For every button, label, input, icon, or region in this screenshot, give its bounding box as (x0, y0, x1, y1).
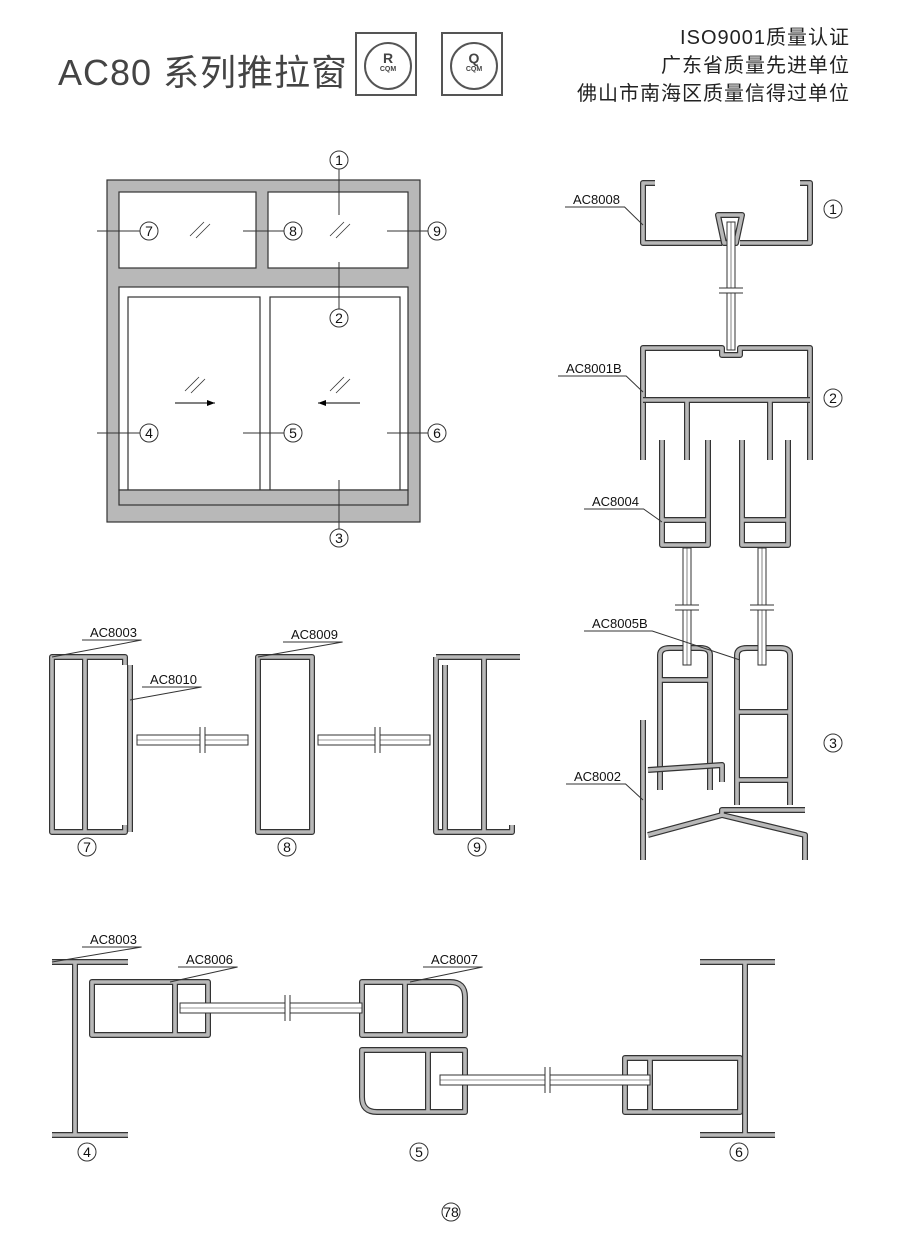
callout-4: 4 (139, 423, 159, 443)
callout-2: 2 (329, 308, 349, 328)
aluminium-profile (359, 979, 468, 1038)
aluminium-profile (49, 654, 133, 835)
certification-province: 广东省质量先进单位 (661, 55, 850, 77)
page-title: AC80 系列推拉窗 (58, 52, 349, 93)
certification-city: 佛山市南海区质量信得过单位 (577, 83, 850, 105)
glass-pane (439, 1067, 651, 1093)
callout-number: 7 (145, 223, 153, 239)
callout-number: 6 (433, 425, 441, 441)
glass-pane (179, 995, 363, 1021)
callout-8: 8 (283, 221, 303, 241)
top-left-fixed-light (118, 191, 257, 269)
callout-number: 6 (735, 1144, 743, 1160)
profile-label: AC8004 (592, 494, 639, 509)
aluminium-profile (659, 440, 711, 548)
callout-3: 3 (823, 733, 843, 753)
profile-label: AC8002 (574, 769, 621, 784)
aluminium-profile (640, 720, 808, 860)
glass-hatch-icon (329, 221, 351, 239)
callout-number: 2 (829, 390, 837, 406)
slide-left-arrow-icon (318, 400, 360, 406)
profile-label: AC8005B (592, 616, 648, 631)
aluminium-profile (255, 654, 315, 835)
aluminium-profile (734, 645, 793, 805)
aluminium-profile (52, 959, 128, 1138)
glass-hatch-icon (184, 376, 206, 394)
callout-5: 5 (409, 1142, 429, 1162)
callout-7: 7 (139, 221, 159, 241)
callout-7: 7 (77, 837, 97, 857)
certification-iso: ISO9001质量认证 (680, 27, 850, 49)
aluminium-profile (640, 345, 813, 460)
aluminium-profile (700, 959, 775, 1138)
callout-number: 5 (415, 1144, 423, 1160)
slide-right-arrow-icon (175, 400, 215, 406)
callout-number: 8 (289, 223, 297, 239)
callout-number: 1 (335, 152, 343, 168)
callout-number: 9 (433, 223, 441, 239)
callout-number: 3 (829, 735, 837, 751)
aluminium-profile (89, 979, 211, 1038)
profile-label: AC8010 (150, 672, 197, 687)
bottom-rail (118, 489, 409, 506)
aluminium-profile (739, 440, 791, 548)
profile-label: AC8001B (566, 361, 622, 376)
left-sash-glass (127, 296, 261, 491)
callout-number: 4 (83, 1144, 91, 1160)
callout-8: 8 (277, 837, 297, 857)
callout-number: 1 (829, 201, 837, 217)
callout-6: 6 (729, 1142, 749, 1162)
glass-pane (317, 727, 431, 753)
glass-pane (675, 547, 699, 666)
callout-number: 5 (289, 425, 297, 441)
callout-3: 3 (329, 528, 349, 548)
aluminium-profile (640, 180, 813, 246)
callout-9: 9 (427, 221, 447, 241)
callout-number: 7 (83, 839, 91, 855)
callout-number: 78 (443, 1204, 459, 1220)
right-sash-glass (269, 296, 401, 491)
callout-1: 1 (823, 199, 843, 219)
aluminium-profile (359, 1047, 468, 1115)
profile-label: AC8009 (291, 627, 338, 642)
glass-pane (750, 547, 774, 666)
profile-label: AC8003 (90, 932, 137, 947)
callout-1: 1 (329, 150, 349, 170)
profile-label: AC8008 (573, 192, 620, 207)
profile-label: AC8007 (431, 952, 478, 967)
aluminium-profile (715, 212, 745, 246)
aluminium-profile (643, 397, 810, 460)
glass-hatch-icon (189, 221, 211, 239)
callout-number: 4 (145, 425, 153, 441)
callout-9: 9 (467, 837, 487, 857)
callout-4: 4 (77, 1142, 97, 1162)
glass-pane (719, 221, 743, 351)
callout-number: 9 (473, 839, 481, 855)
certification-list: ISO9001质量认证 广东省质量先进单位 佛山市南海区质量信得过单位 (577, 24, 850, 108)
callout-6: 6 (427, 423, 447, 443)
callout-number: 2 (335, 310, 343, 326)
callout-number: 3 (335, 530, 343, 546)
glass-pane (136, 727, 249, 753)
window-elevation (106, 179, 421, 523)
profile-label: AC8003 (90, 625, 137, 640)
aluminium-profile (433, 654, 520, 835)
profile-label: AC8006 (186, 952, 233, 967)
callout-5: 5 (283, 423, 303, 443)
callout-number: 8 (283, 839, 291, 855)
callout-2: 2 (823, 388, 843, 408)
glass-hatch-icon (329, 376, 351, 394)
callout-78: 78 (441, 1202, 461, 1222)
